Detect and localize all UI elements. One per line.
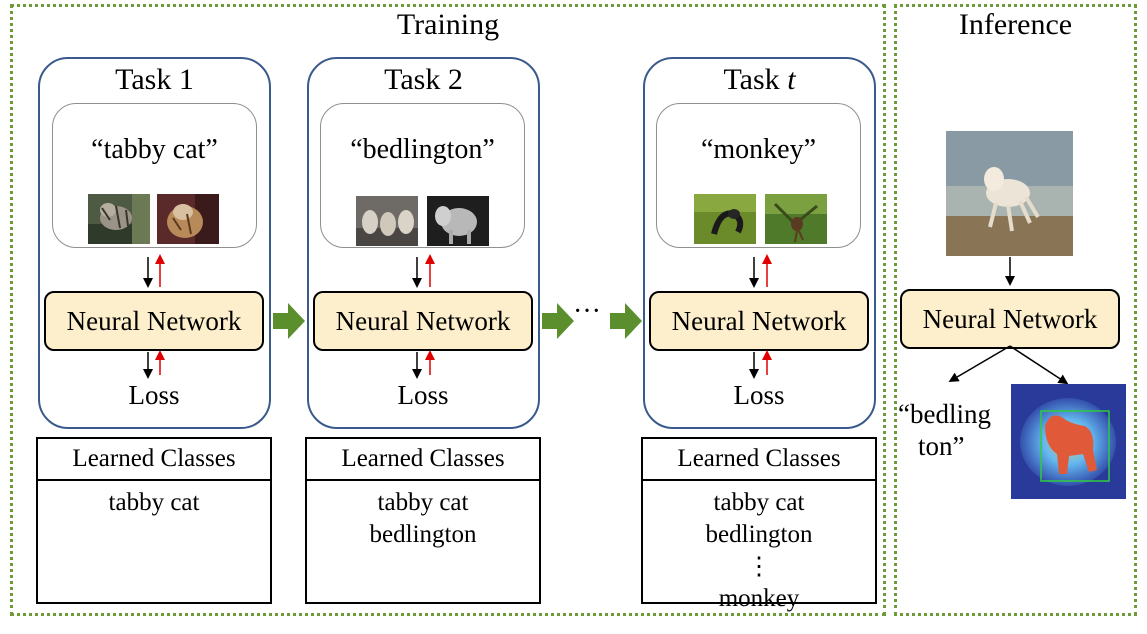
task-t-title: Task t [723,63,796,96]
class-item: bedlington [705,521,813,548]
task-t-classes-header: Learned Classes [643,439,875,481]
training-section [10,4,886,616]
bedlington-image-1 [356,196,418,246]
task-t-data-card: “monkey” [656,103,861,248]
bedlington-image-2 [427,196,489,246]
task-t-learned-classes: Learned Classes tabby cat bedlington ⋮ m… [641,437,877,612]
monkey-image-2 [765,194,827,244]
task-2-neural-network: Neural Network [313,291,533,351]
task-2-learned-classes: Learned Classes tabby cat bedlington [305,437,541,604]
inference-title: Inference [958,8,1073,41]
inference-neural-network: Neural Network [900,289,1120,349]
task-2-loss: Loss [397,380,449,410]
task-transition-arrow-2 [542,303,574,339]
task-1-title: Task 1 [115,63,194,96]
task-2-title: Task 2 [384,63,463,96]
class-item: bedlington [369,521,477,548]
task-t-prompt: “monkey” [700,134,817,165]
inference-arrows [948,257,1069,385]
tabby-cat-image-2 [157,194,219,244]
inference-prediction-label: “bedling ton” [898,399,991,461]
task-1-learned-classes: Learned Classes tabby cat [36,437,272,604]
class-item: tabby cat [108,489,200,516]
class-item: tabby cat [713,489,805,516]
class-item: ⋮ [746,553,772,580]
task-1-neural-network: Neural Network [44,291,264,351]
task-transition-arrow-3 [610,303,642,339]
task-t-card: Task t [643,57,876,429]
task-2-classes-header: Learned Classes [307,439,539,481]
task-1-classes-header: Learned Classes [38,439,270,481]
task-1-data-card: “tabby cat” [52,103,257,248]
task-2-prompt: “bedlington” [350,134,495,165]
class-item: monkey [718,585,800,612]
task-2-data-card: “bedlington” [320,103,525,248]
task-2-card: Task 2 [307,57,540,429]
task-t-loss: Loss [733,380,785,410]
inference-input-image [946,131,1073,256]
task-t-neural-network: Neural Network [649,291,869,351]
training-title: Training [396,8,500,41]
tabby-cat-image-1 [88,194,150,244]
class-item: tabby cat [377,489,469,516]
task-1-loss: Loss [128,380,180,410]
task-1-prompt: “tabby cat” [91,134,218,165]
inference-segmentation-output [1011,384,1126,499]
monkey-image-1 [694,194,756,244]
task-transition-arrow-1 [273,303,305,339]
task-ellipsis: ··· [573,296,601,327]
task-1-card: Task 1 [38,57,271,429]
inference-section [894,4,1137,616]
